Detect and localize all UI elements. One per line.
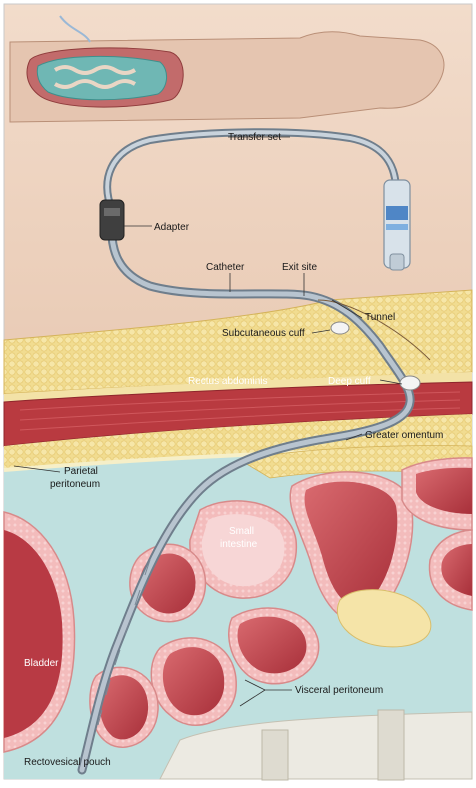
label-tunnel: Tunnel <box>365 312 395 323</box>
label-transfer-set: Transfer set <box>228 132 281 143</box>
label-parietal: Parietal <box>64 466 98 477</box>
label-small: Small <box>229 526 254 537</box>
label-adapter: Adapter <box>154 222 190 233</box>
label-rectus-abdominis: Rectus abdominis <box>188 376 267 387</box>
label-greater-omentum: Greater omentum <box>365 430 443 441</box>
deep-cuff <box>400 376 420 390</box>
label-bladder: Bladder <box>24 658 59 669</box>
label-subcutaneous-cuff: Subcutaneous cuff <box>222 328 305 339</box>
label-deep-cuff: Deep cuff <box>328 376 371 387</box>
label-peritoneum: peritoneum <box>50 479 100 490</box>
adapter-component <box>100 200 124 240</box>
label-visceral-peritoneum: Visceral peritoneum <box>295 685 383 696</box>
label-intestine: intestine <box>220 539 258 550</box>
label-rectovesical-pouch: Rectovesical pouch <box>24 757 111 768</box>
subcutaneous-cuff <box>331 322 349 334</box>
label-catheter: Catheter <box>206 262 245 273</box>
transfer-set-connector <box>384 180 410 270</box>
label-exit-site: Exit site <box>282 262 317 273</box>
